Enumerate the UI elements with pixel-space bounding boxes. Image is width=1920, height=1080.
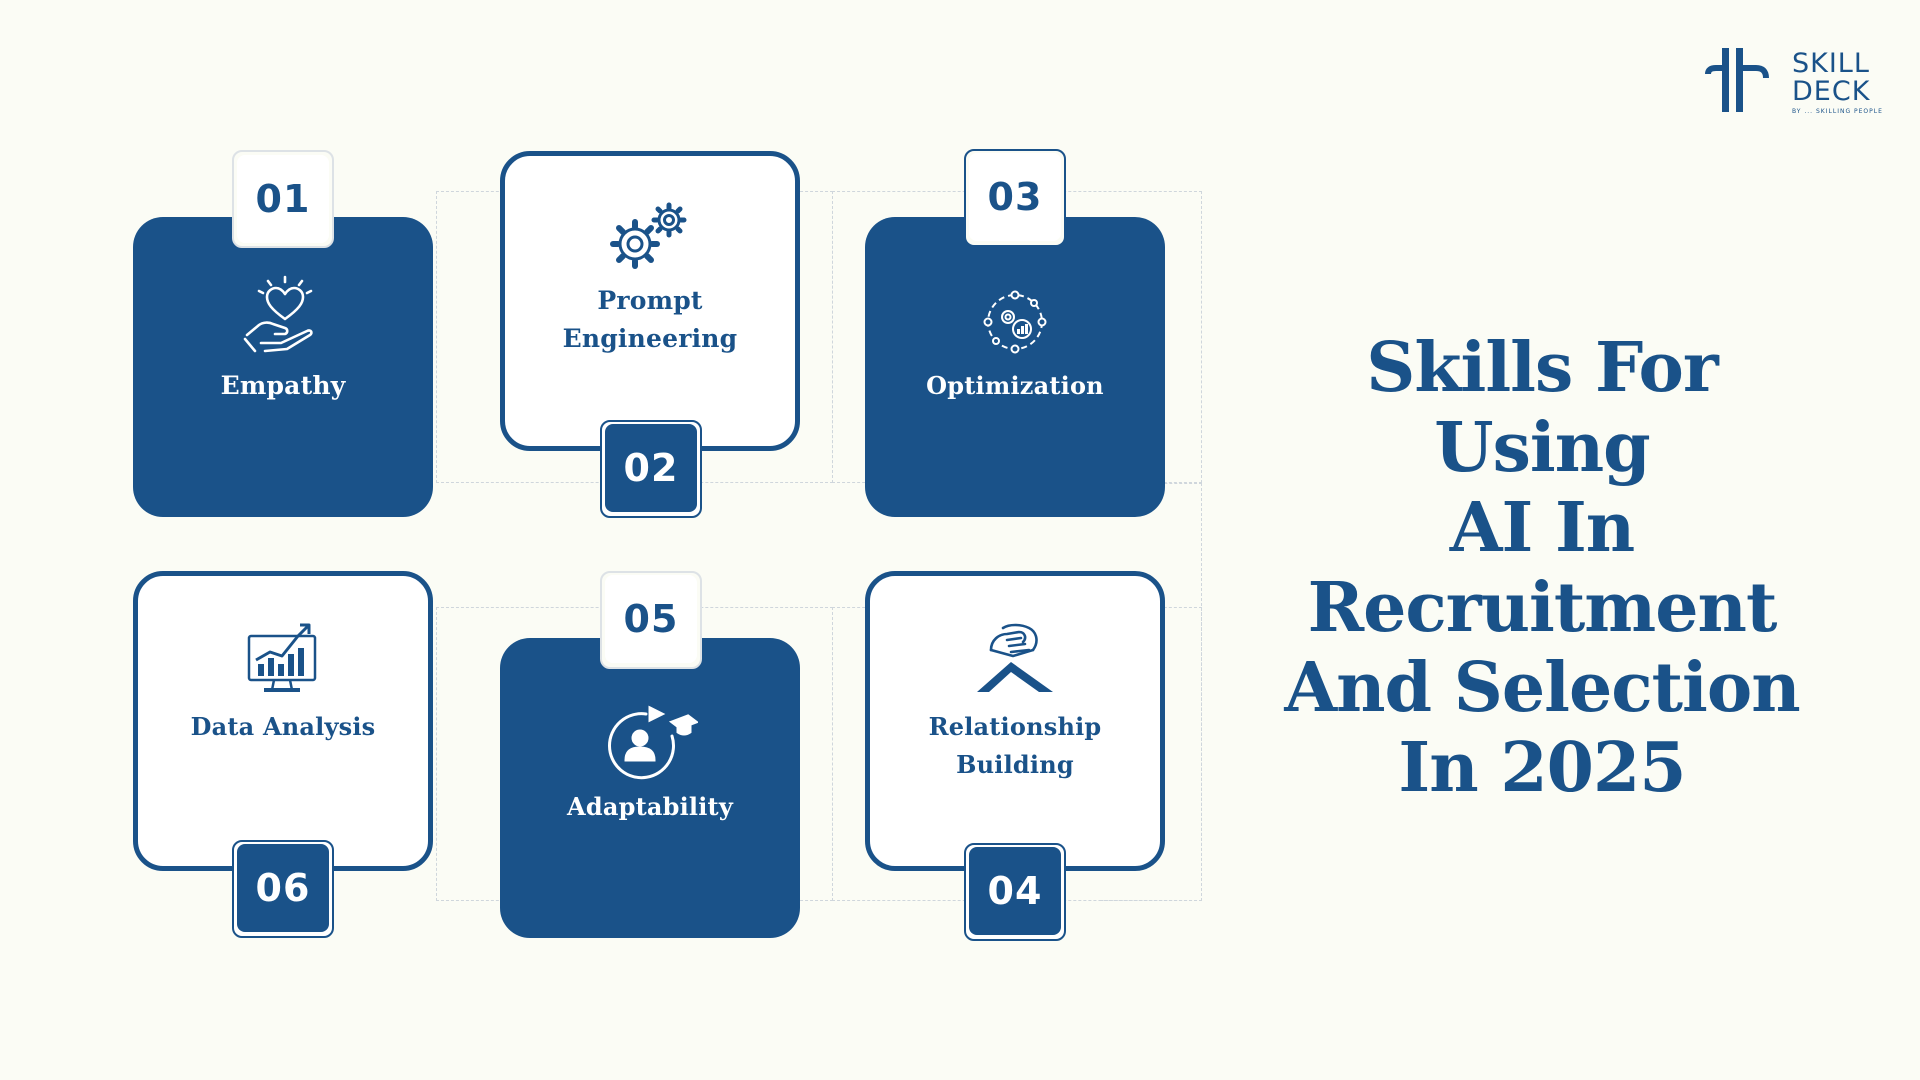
skill-number-02: 02 <box>605 424 697 512</box>
skill-label: Adaptability <box>567 792 733 821</box>
logo-line-2: DECK <box>1792 76 1871 107</box>
title-line-2: AI In <box>1449 488 1636 568</box>
skill-card-prompt-engineering: Prompt Engineering <box>500 151 800 451</box>
chart-monitor-icon <box>247 623 317 692</box>
skill-number-01: 01 <box>237 155 329 243</box>
skill-card-empathy: Empathy <box>133 217 433 517</box>
gears-icon <box>610 202 687 269</box>
page-title: Skills For Using AI In Recruitment And S… <box>1262 328 1822 808</box>
skill-label: Relationship Building <box>928 712 1102 779</box>
skill-label: Optimization <box>926 371 1104 400</box>
logo-text: SKILL DECK <box>1792 50 1870 106</box>
title-line-1: Skills For Using <box>1366 328 1718 488</box>
skill-card-data-analysis: Data Analysis <box>133 571 433 871</box>
title-line-4: And Selection <box>1284 648 1800 728</box>
title-line-5: In 2025 <box>1398 728 1686 808</box>
skill-number-05: 05 <box>605 575 697 663</box>
skill-label: Data Analysis <box>190 712 376 741</box>
skill-number-04: 04 <box>969 847 1061 935</box>
skill-card-relationship-building: Relationship Building <box>865 571 1165 871</box>
logo-line-1: SKILL <box>1792 48 1870 79</box>
heart-hand-icon <box>243 275 313 353</box>
skill-card-optimization: Optimization <box>865 217 1165 517</box>
skill-label: Empathy <box>220 371 346 400</box>
skill-label: Prompt Engineering <box>562 286 738 353</box>
logo-tagline: BY ... SKILLING PEOPLE <box>1792 108 1883 115</box>
handshake-icon <box>977 623 1053 692</box>
optimization-cycle-icon <box>983 290 1047 354</box>
title-line-3: Recruitment <box>1307 568 1778 648</box>
skill-card-adaptability: Adaptability <box>500 638 800 938</box>
learner-cycle-icon <box>608 705 698 780</box>
skill-number-06: 06 <box>237 844 329 932</box>
skill-deck-logo: SKILL DECK BY ... SKILLING PEOPLE <box>1700 40 1883 120</box>
skill-number-03: 03 <box>969 153 1061 241</box>
logo-mark-icon <box>1705 48 1769 112</box>
